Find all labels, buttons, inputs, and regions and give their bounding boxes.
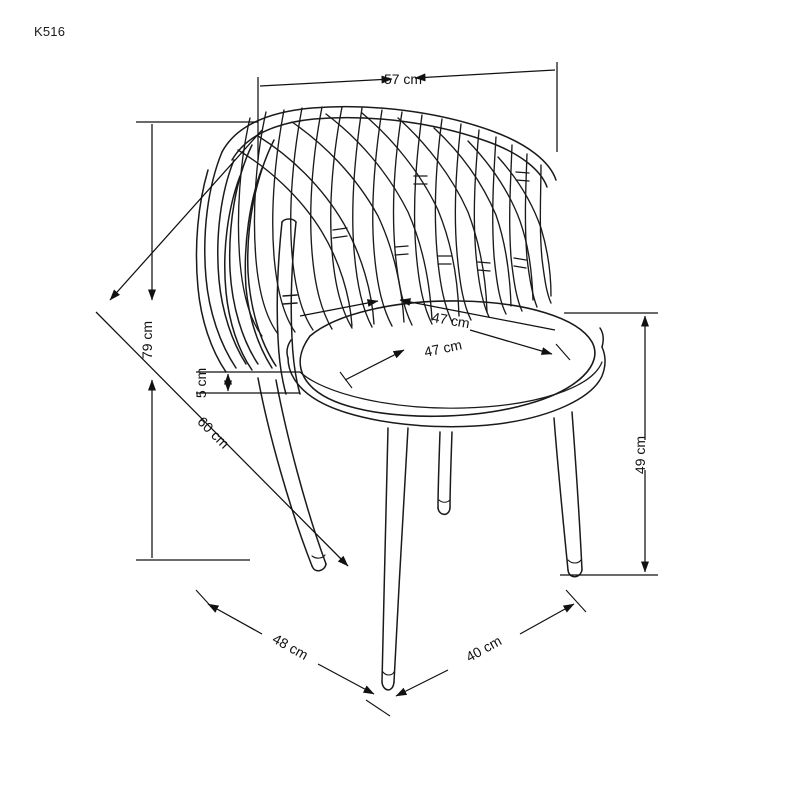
backrest-weave [237,106,552,337]
dimension-seat-thickness [196,371,300,394]
dimension-label-depth-diagonal: 60 cm [194,413,232,451]
chair-illustration [195,105,606,691]
armrest-left [195,139,301,395]
dimension-seat-height [560,312,658,576]
dimension-label-seat-height: 49 cm [632,436,648,474]
dimension-seat-diameter-2 [339,329,571,389]
dimension-label-seat-diameter-2: 47 cm [423,336,464,360]
dimension-label-width-top: 57 cm [384,71,422,87]
dimension-label-seat-diameter-1: 47 cm [431,309,471,331]
dimension-leg-span-left [195,589,391,717]
seat-cushion [286,300,606,428]
dimension-leg-span-right [395,589,587,697]
dimension-label-seat-thickness: 5 cm [193,368,209,398]
dimension-label-leg-span-right: 40 cm [463,632,504,664]
dimension-label-leg-span-left: 48 cm [270,630,311,662]
dimension-layer [95,62,658,717]
dimension-height-left [136,121,258,561]
dimension-width-top [257,62,558,160]
model-code-label: K516 [34,24,66,39]
dimension-seat-diameter-1 [299,298,556,331]
dimension-depth-diagonal [95,129,349,567]
dimension-label-height-left: 79 cm [139,321,155,359]
chair-legs [257,377,583,691]
